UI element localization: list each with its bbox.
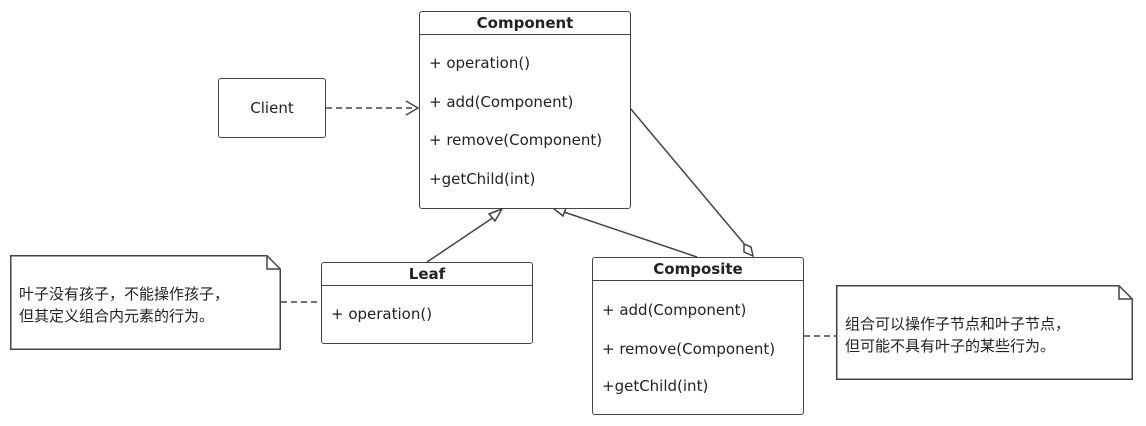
aggregation-diamond [743, 242, 755, 258]
leaf-note-line-2: 但其定义组合内元素的行为。 [19, 307, 215, 325]
aggregation-line [629, 107, 747, 247]
leaf-inheritance-line [426, 216, 495, 263]
composite-op-add: + add(Component) [602, 301, 747, 319]
component-class-title: Component [420, 12, 630, 35]
leaf-op-operation: + operation() [331, 305, 433, 323]
composite-note-shape [836, 285, 1133, 380]
composite-inheritance-line [563, 211, 698, 258]
client-box[interactable]: Client [218, 78, 326, 138]
leaf-class-title: Leaf [322, 263, 532, 286]
component-op-operation: + operation() [429, 54, 531, 72]
client-dependency-arrowhead [405, 100, 420, 116]
leaf-inheritance-arrowhead [487, 207, 504, 223]
leaf-note[interactable]: 叶子没有孩子，不能操作孩子， 但其定义组合内元素的行为。 [10, 255, 281, 350]
leaf-class[interactable]: Leaf + operation() [321, 262, 533, 344]
composite-op-getchild: +getChild(int) [602, 377, 709, 395]
composite-note[interactable]: 组合可以操作子节点和叶子节点， 但可能不具有叶子的某些行为。 [836, 285, 1133, 380]
composite-class[interactable]: Composite + add(Component) + remove(Comp… [592, 257, 804, 415]
composite-note-line-1: 组合可以操作子节点和叶子节点， [845, 315, 1071, 333]
leaf-note-line-1: 叶子没有孩子，不能操作孩子， [19, 285, 230, 303]
component-op-getchild: +getChild(int) [429, 170, 536, 188]
leaf-note-shape [10, 255, 281, 350]
composite-note-line-2: 但可能不具有叶子的某些行为。 [845, 337, 1056, 355]
composite-class-title: Composite [593, 258, 803, 281]
composite-inheritance-arrowhead [550, 207, 568, 218]
component-op-add: + add(Component) [429, 93, 574, 111]
component-class[interactable]: Component + operation() + add(Component)… [419, 11, 631, 209]
client-label: Client [250, 99, 294, 117]
component-op-remove: + remove(Component) [429, 131, 603, 149]
composite-op-remove: + remove(Component) [602, 340, 776, 358]
